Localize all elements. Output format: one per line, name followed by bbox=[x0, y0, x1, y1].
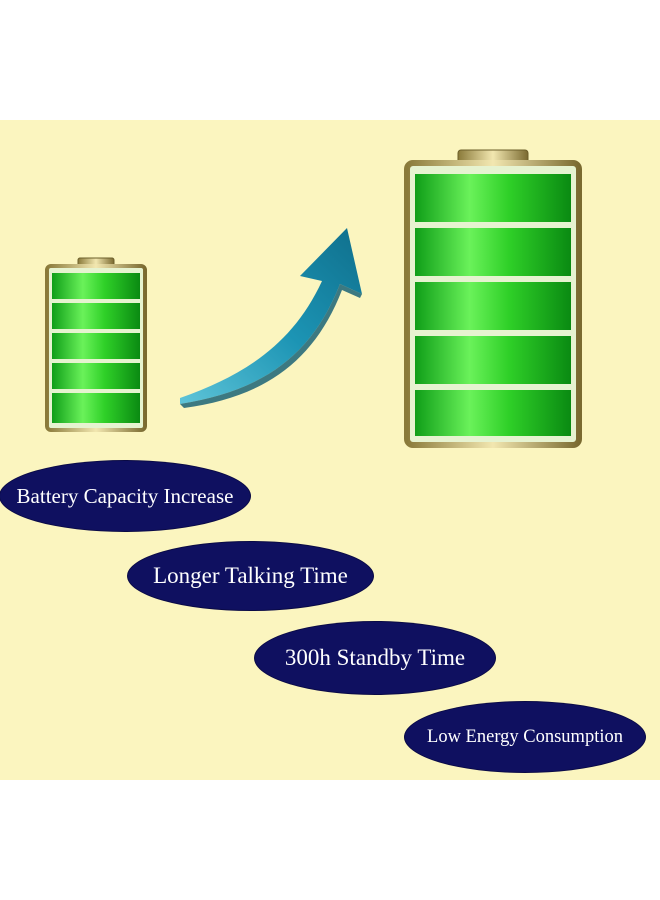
feature-badge-standby: 300h Standby Time bbox=[255, 622, 495, 694]
feature-label: 300h Standby Time bbox=[284, 645, 466, 670]
large-battery-icon bbox=[403, 148, 583, 448]
feature-badge-capacity: Battery Capacity Increase bbox=[0, 461, 250, 531]
growth-arrow-icon bbox=[172, 226, 372, 411]
feature-label: Longer Talking Time bbox=[153, 563, 348, 588]
feature-badge-talking-time: Longer Talking Time bbox=[128, 542, 373, 610]
small-battery-icon bbox=[44, 257, 148, 433]
feature-badge-energy: Low Energy Consumption bbox=[405, 702, 645, 772]
feature-label: Low Energy Consumption bbox=[427, 726, 623, 747]
feature-label: Battery Capacity Increase bbox=[16, 483, 234, 508]
